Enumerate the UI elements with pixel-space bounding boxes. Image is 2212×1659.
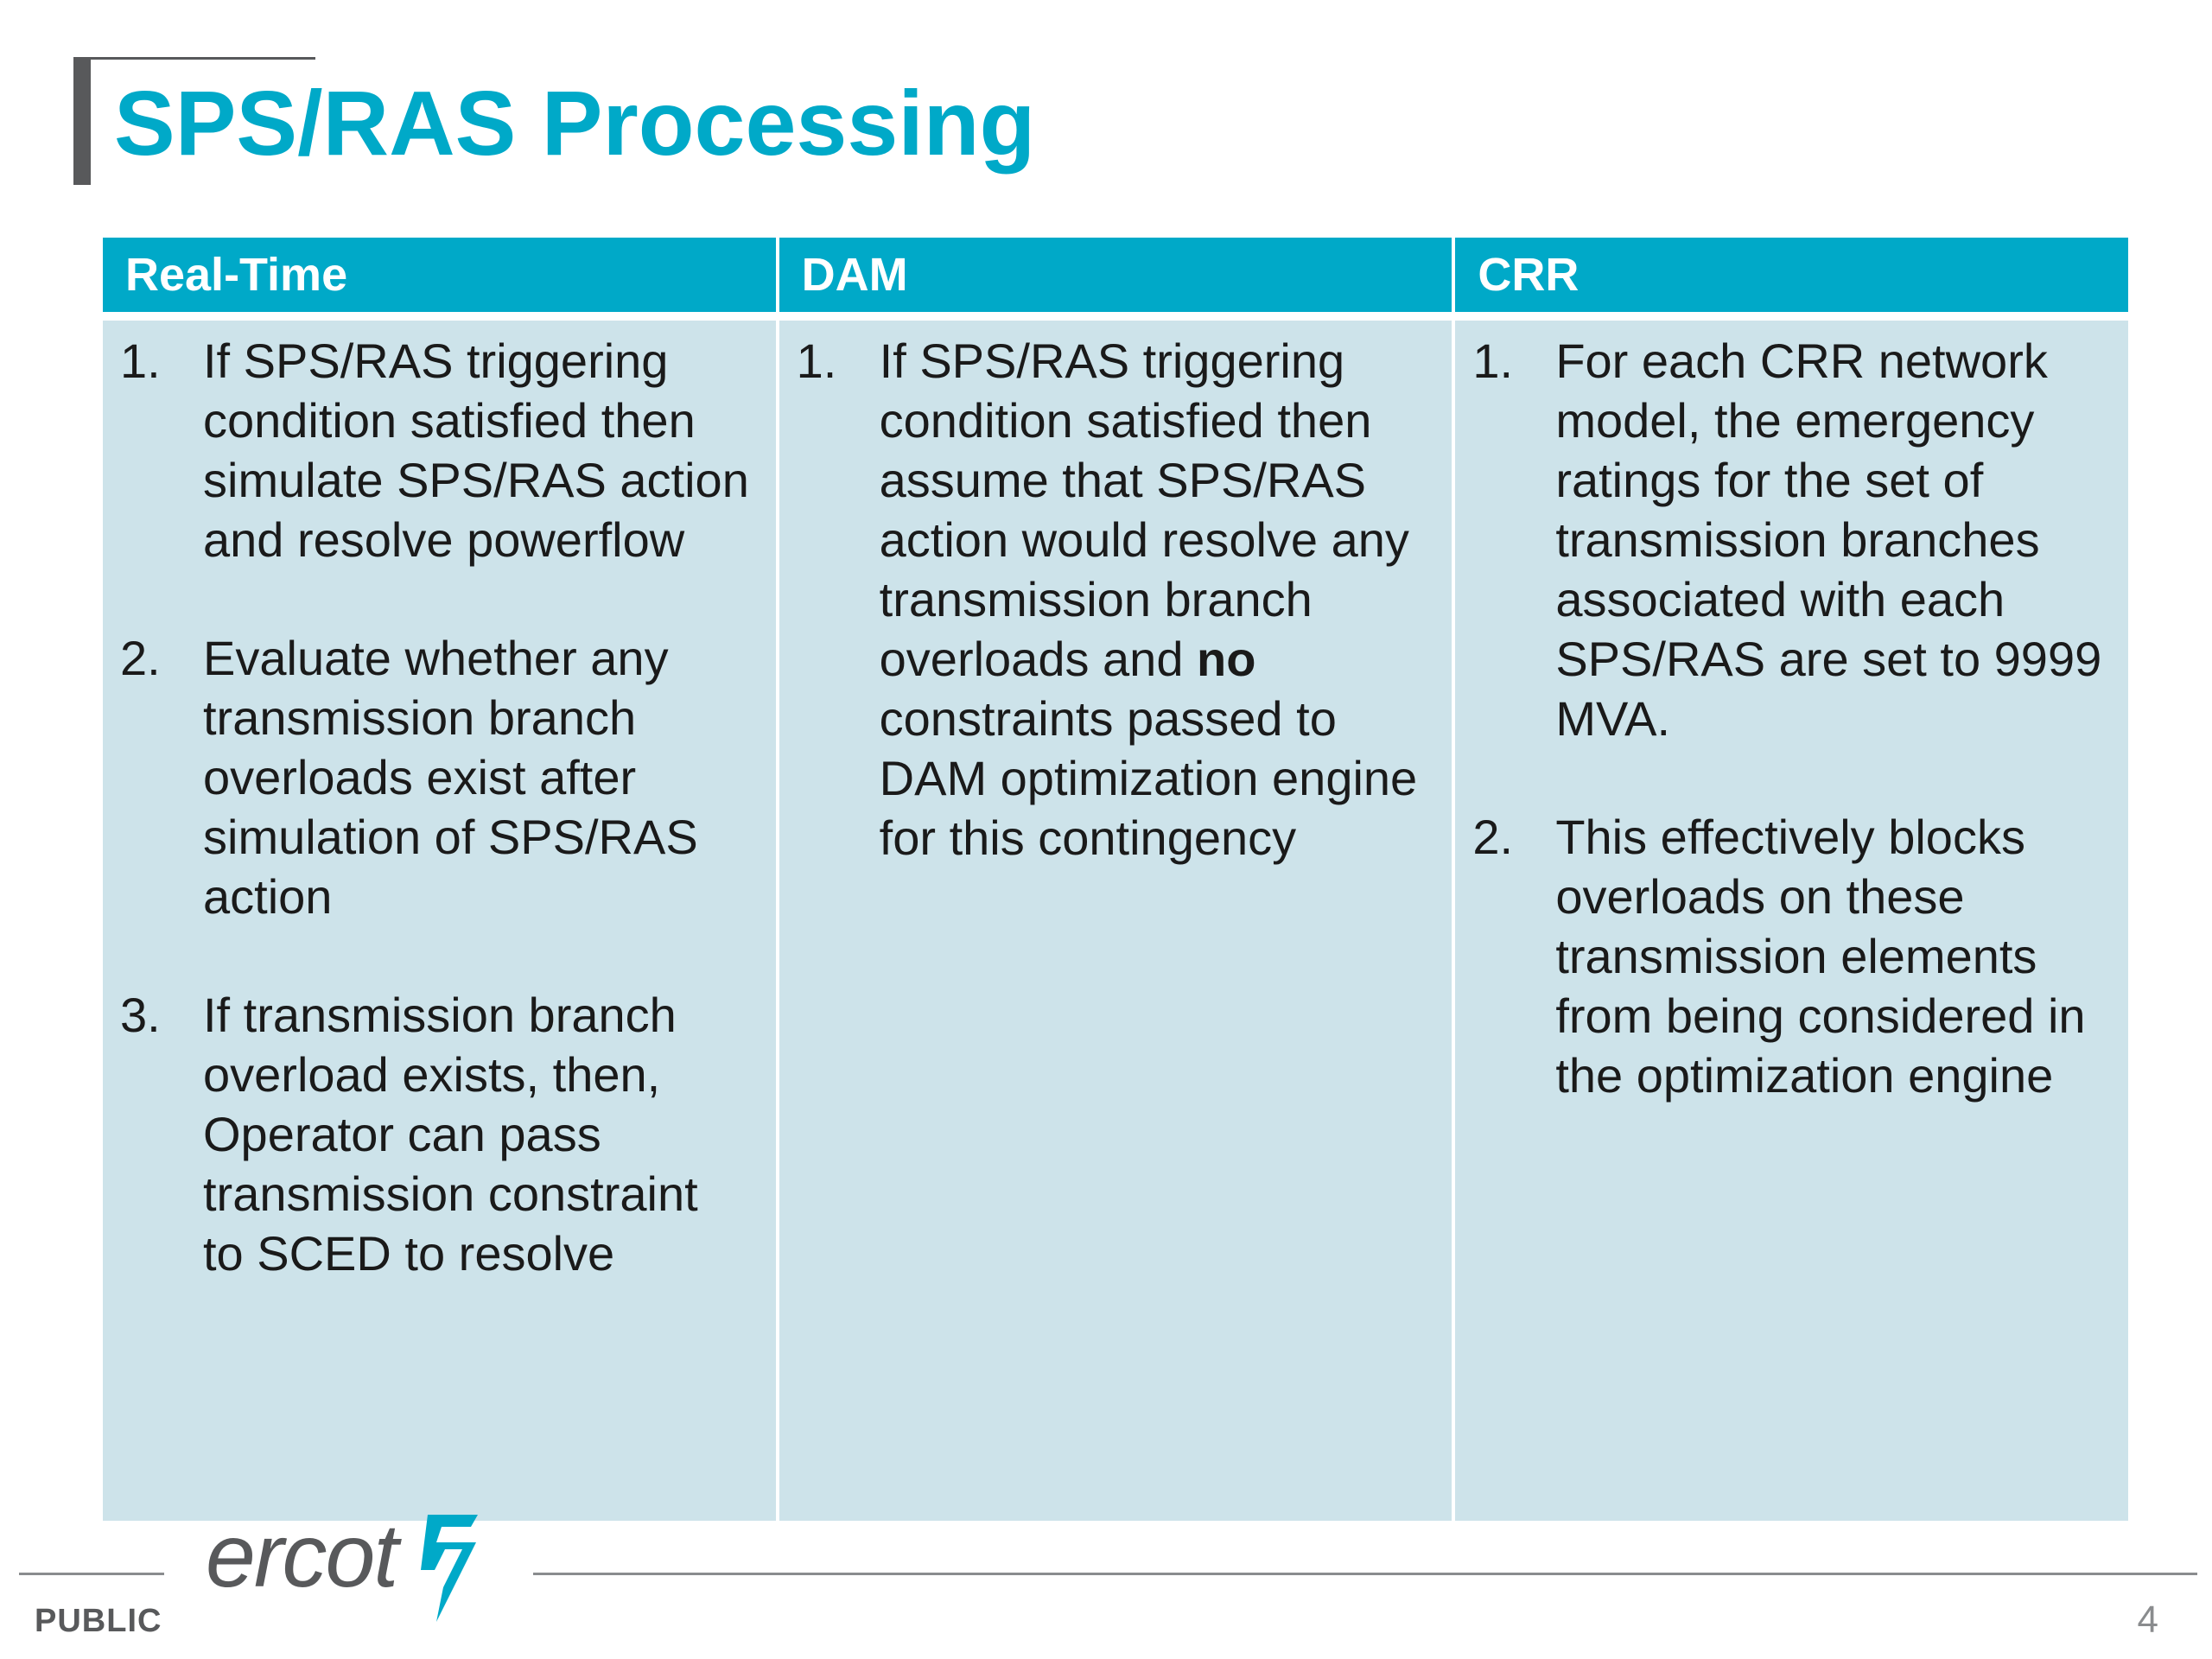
list-item: 2. Evaluate whether any transmission bra… <box>120 628 750 926</box>
column-body-crr: 1. For each CRR network model, the emerg… <box>1455 321 2128 1521</box>
logo-wordmark: ercot <box>206 1506 398 1606</box>
footer-divider-right <box>533 1573 2197 1575</box>
item-number: 1. <box>796 334 837 388</box>
processing-table: Real-Time DAM CRR 1. If SPS/RAS triggeri… <box>103 238 2128 1521</box>
item-number: 1. <box>120 334 161 388</box>
list-item: 2. This effectively blocks overloads on … <box>1472 807 2102 1105</box>
item-text-emphasis: no <box>1197 632 1256 686</box>
list-item: 3. If transmission branch overload exist… <box>120 985 750 1283</box>
item-text: Evaluate whether any transmission branch… <box>203 631 698 924</box>
footer-divider-left <box>19 1573 164 1575</box>
item-text: If transmission branch overload exists, … <box>203 988 698 1281</box>
dam-steps: 1. If SPS/RAS triggering condition satis… <box>797 331 1427 868</box>
item-text: For each CRR network model, the emergenc… <box>1555 334 2102 746</box>
slide-title: SPS/RAS Processing <box>114 73 1036 175</box>
crr-steps: 1. For each CRR network model, the emerg… <box>1472 331 2102 1105</box>
item-number: 2. <box>1472 810 1514 864</box>
page-number: 4 <box>2137 1599 2158 1641</box>
column-header-real-time: Real-Time <box>103 238 776 312</box>
item-number: 2. <box>120 631 161 685</box>
list-item: 1. If SPS/RAS triggering condition satis… <box>797 331 1427 868</box>
ercot-logo: ercot <box>206 1508 488 1629</box>
lightning-bolt-icon <box>421 1515 479 1622</box>
item-text: If SPS/RAS triggering condition satisfie… <box>203 334 749 567</box>
column-header-crr: CRR <box>1455 238 2128 312</box>
title-bracket <box>73 57 315 185</box>
item-text: This effectively blocks overloads on the… <box>1555 810 2086 1103</box>
item-text-after: constraints passed to DAM optimization e… <box>879 691 1418 865</box>
column-body-real-time: 1. If SPS/RAS triggering condition satis… <box>103 321 776 1521</box>
classification-label: PUBLIC <box>35 1603 162 1639</box>
item-text-before: If SPS/RAS triggering condition satisfie… <box>879 334 1409 686</box>
item-number: 3. <box>120 988 161 1042</box>
list-item: 1. If SPS/RAS triggering condition satis… <box>120 331 750 569</box>
column-header-dam: DAM <box>779 238 1452 312</box>
item-number: 1. <box>1472 334 1514 388</box>
column-body-dam: 1. If SPS/RAS triggering condition satis… <box>779 321 1452 1521</box>
list-item: 1. For each CRR network model, the emerg… <box>1472 331 2102 748</box>
real-time-steps: 1. If SPS/RAS triggering condition satis… <box>120 331 750 1283</box>
